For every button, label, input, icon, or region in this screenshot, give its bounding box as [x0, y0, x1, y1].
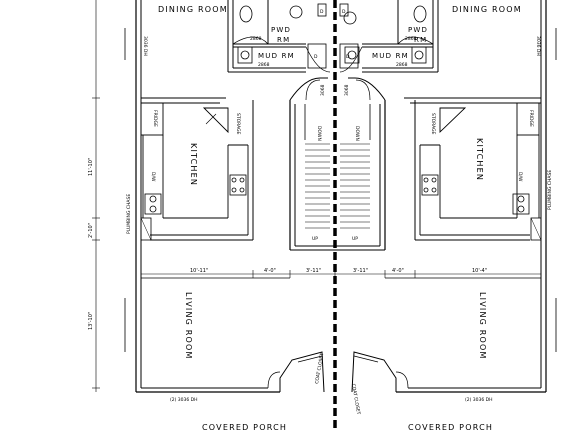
dim-3-11-right: 3'-11": [353, 268, 368, 274]
storage-label-right: STORAGE: [430, 113, 436, 135]
fridge-label-right: FRIDGE: [528, 110, 534, 127]
window-dh-right: (2) 3036 DH: [465, 397, 493, 403]
stair-treads: [305, 143, 370, 229]
covered-porch-label-left: COVERED PORCH: [202, 423, 287, 432]
pwd-label-right: PWD: [408, 26, 428, 34]
stair-down-right: DOWN: [354, 126, 360, 141]
kitchen-label-left: KITCHEN: [189, 143, 198, 186]
kitchen-label-right: KITCHEN: [475, 138, 484, 181]
dim-13-10: 13'-10": [88, 312, 94, 330]
fixtures: [124, 3, 557, 352]
window-dh-left: (2) 3036 DH: [170, 397, 198, 403]
living-room-label-left: LIVING ROOM: [184, 292, 193, 360]
door-2868-d: 2868: [396, 62, 408, 68]
door-3068-left: 3068: [320, 84, 326, 96]
plumbing-chase-left: PLUMBING CHASE: [126, 194, 132, 234]
dw-label-right: D/W: [517, 172, 523, 182]
walls: [135, 0, 547, 393]
dw-label-left: D/W: [150, 172, 156, 182]
dim-2-10: 2'-10": [88, 223, 94, 238]
stair-up-left: UP: [312, 236, 318, 242]
dining-room-label-right: DINING ROOM: [452, 5, 522, 14]
door-swings: [232, 36, 434, 389]
door-3068-right: 3068: [344, 84, 350, 96]
locker-d-2: D: [346, 54, 350, 60]
window-side-top-left: 3036 DH: [142, 36, 148, 56]
mud-rm-label-right: MUD RM: [372, 52, 409, 60]
living-room-label-right: LIVING ROOM: [478, 292, 487, 360]
coat-closet-right: COAT CLOSET: [350, 383, 361, 415]
dimension-lines: [92, 0, 541, 392]
door-2868-b: 2868: [405, 36, 417, 42]
rm-label-left: RM: [277, 36, 290, 44]
dim-3-11-left: 3'-11": [306, 268, 321, 274]
plumbing-chase-right: PLUMBING CHASE: [547, 170, 553, 210]
pwd-label-left: PWD: [271, 26, 291, 34]
covered-porch-label-right: COVERED PORCH: [408, 423, 493, 432]
door-2868-c: 2868: [258, 62, 270, 68]
locker-d-4: D: [342, 9, 346, 15]
stair-up-right: UP: [352, 236, 358, 242]
dim-10-4-right: 10'-4": [472, 268, 487, 274]
rm-label-right: RM: [414, 36, 427, 44]
locker-d-3: D: [320, 9, 324, 15]
dining-room-label-left: DINING ROOM: [158, 5, 228, 14]
dim-4-0-left: 4'-0": [264, 268, 276, 274]
dim-10-11-left: 10'-11": [190, 268, 208, 274]
fridge-label-left: FRIDGE: [152, 110, 158, 127]
dim-11-10: 11'-10": [88, 158, 94, 176]
mud-rm-label-left: MUD RM: [258, 52, 295, 60]
stair-down-left: DOWN: [316, 126, 322, 141]
window-side-top-right: 3036 DH: [535, 36, 541, 56]
locker-d-1: D: [314, 54, 318, 60]
dim-4-0-right: 4'-0": [392, 268, 404, 274]
storage-label-left: STORAGE: [235, 113, 241, 135]
coat-closet-left: COAT CLOSET: [314, 353, 325, 385]
door-2868-a: 2868: [250, 36, 262, 42]
